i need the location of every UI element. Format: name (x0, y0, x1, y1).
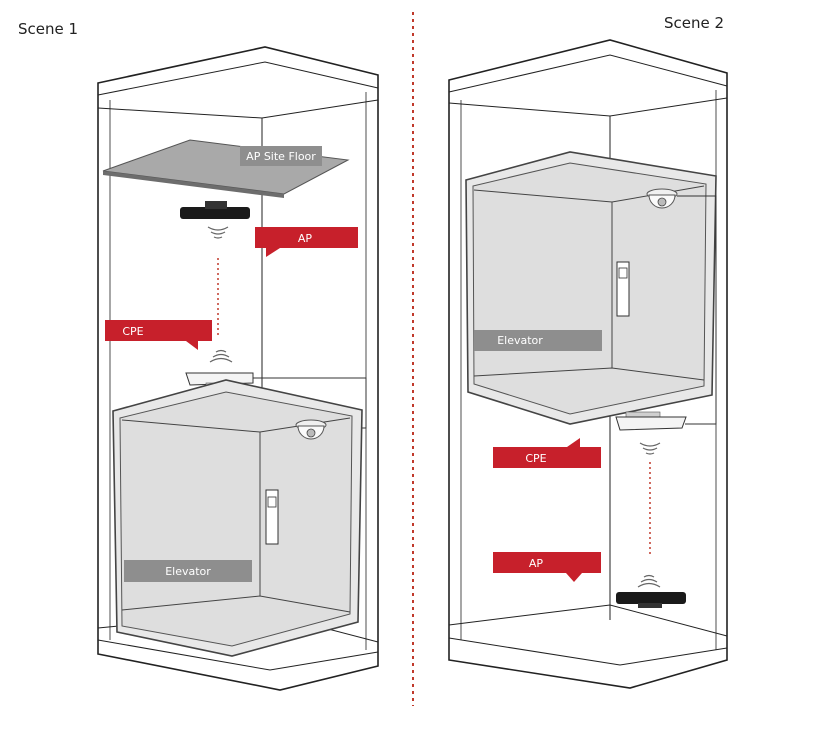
ap-device-scene-1 (180, 201, 250, 239)
ap-site-floor-label-bg (240, 146, 322, 166)
panel-display (267, 496, 277, 508)
shaft-floor-front (97, 639, 379, 671)
wifi-wave-icon (639, 442, 661, 447)
ap-device-mount (638, 603, 662, 608)
wifi-wave-icon (215, 349, 227, 353)
wifi-wave-icon (643, 574, 655, 578)
shaft-top-inner-edge (97, 61, 379, 96)
wifi-wave-icon (209, 357, 233, 363)
cpe-callout-scene-2: CPE (493, 438, 601, 468)
camera-lens-icon (657, 197, 667, 207)
cpe-device-scene-2 (615, 411, 687, 455)
cabin-floor-edge (121, 595, 351, 613)
panel-display (618, 267, 628, 279)
elevator-label-bg (124, 560, 252, 582)
wifi-wave-icon (207, 226, 229, 231)
camera-cpe-cable (677, 195, 717, 425)
scene-2-title: Scene 2 (664, 14, 725, 32)
wifi-wave-icon (213, 236, 223, 239)
ap-callout-label: AP (298, 232, 313, 245)
ap-callout-bg (493, 552, 601, 582)
elevator-cabin-scene-1: Elevator (112, 379, 363, 657)
ap-callout-scene-2: AP (493, 552, 601, 582)
elevator-label: Elevator (165, 565, 211, 578)
cabin-inner (472, 162, 707, 415)
ap-device-body (616, 592, 686, 604)
cabin-floor-edge (473, 367, 705, 381)
cpe-callout-bg (105, 320, 212, 350)
cpe-callout-scene-1: CPE (105, 320, 212, 350)
ap-site-floor: AP Site Floor (102, 139, 350, 198)
ap-callout-bg (255, 227, 358, 257)
shaft-top-inner-edge (448, 54, 728, 93)
shaft-floor-front (448, 637, 728, 666)
scene-1-title: Scene 1 (18, 20, 79, 38)
elevator-cabin-scene-2: Elevator (465, 151, 717, 425)
cpe-callout-label: CPE (122, 325, 143, 338)
dome-camera-scene-2 (646, 188, 717, 425)
cabin-inner (119, 391, 353, 647)
ap-callout-label: AP (529, 557, 544, 570)
ap-site-floor-label: AP Site Floor (246, 150, 316, 163)
dome-camera-scene-1 (295, 419, 327, 440)
camera-lens-icon (306, 428, 316, 438)
shaft-bottom-edge (448, 604, 728, 637)
cpe-callout-label: CPE (525, 452, 546, 465)
cpe-callout-bg (493, 438, 601, 468)
elevator-label: Elevator (497, 334, 543, 347)
ap-device-body (180, 207, 250, 219)
elevator-label-bg (474, 330, 602, 351)
wifi-wave-icon (212, 353, 230, 358)
cpe-wifi-scene-1 (209, 349, 233, 363)
ap-callout-scene-1: AP (255, 227, 358, 257)
cpe-device-mount (625, 411, 661, 418)
ap-device-scene-2 (616, 574, 686, 608)
wifi-wave-icon (645, 452, 655, 455)
wifi-wave-icon (210, 231, 226, 235)
ap-site-floor-edge (103, 171, 284, 198)
wifi-wave-icon (637, 582, 661, 588)
wifi-wave-icon (640, 578, 658, 583)
ap-device-mount (205, 201, 227, 209)
wifi-wave-icon (642, 447, 658, 451)
cpe-device-body (615, 416, 687, 431)
